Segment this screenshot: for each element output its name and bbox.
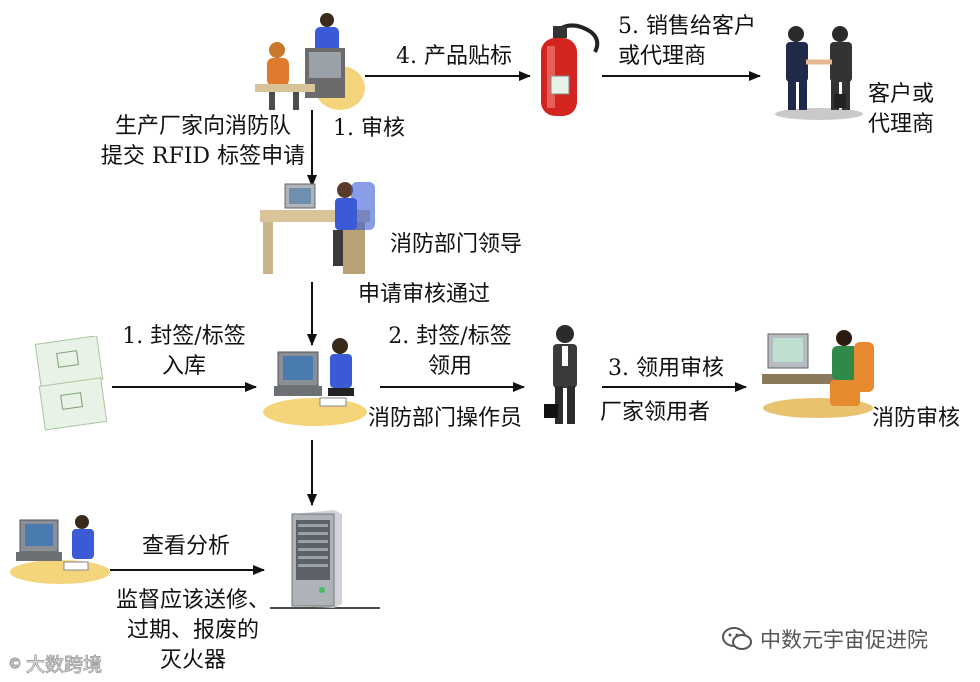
watermark-right-text: 中数元宇宙促进院 [760,628,928,652]
seal-storage-label: 1. 封签/标签 入库 [122,324,246,379]
fire-extinguisher-illustration [541,23,600,116]
wechat-icon [722,627,752,650]
view-analyze-label: 查看分析 [142,534,231,559]
analyst-workstation-illustration [10,515,110,584]
operator-label: 消防部门操作员 [368,406,523,431]
fire-leader-desk-illustration [260,182,375,274]
factory-user-label: 厂家领用者 [600,400,711,425]
watermark-right: 中数元宇宙促进院 [722,624,928,654]
step5-sell-label: 5. 销售给客户 或代理商 [618,14,756,69]
server-icon [291,510,342,608]
handshake-customers-illustration [775,26,863,120]
fire-review-workstation-illustration [762,330,874,418]
manufacturer-office-illustration [255,13,365,110]
monitor-label: 监督应该送修、 过期、报废的 灭火器 [115,588,270,673]
rfid-tags-illustration [34,336,108,431]
customer-label: 客户或 代理商 [868,82,935,137]
factory-user-illustration [544,325,577,424]
fire-leader-label: 消防部门领导 [390,232,523,257]
watermark-left-text: 大数跨境 [25,654,103,677]
step1-review-label: 1. 审核 [333,116,405,141]
step3-review-label: 3. 领用审核 [608,356,724,381]
operator-workstation-illustration [263,338,367,426]
fire-review-label: 消防审核 [872,406,961,431]
manufacturer-request-label: 生产厂家向消防队 提交 RFID 标签申请 [100,114,306,169]
watermark-left: © 大数跨境 [8,650,103,677]
seal-collect-label: 2. 封签/标签 领用 [388,324,512,379]
approved-label: 申请审核通过 [358,282,491,307]
step4-label-text: 4. 产品贴标 [396,44,512,69]
watermark-left-icon: © [8,655,23,672]
